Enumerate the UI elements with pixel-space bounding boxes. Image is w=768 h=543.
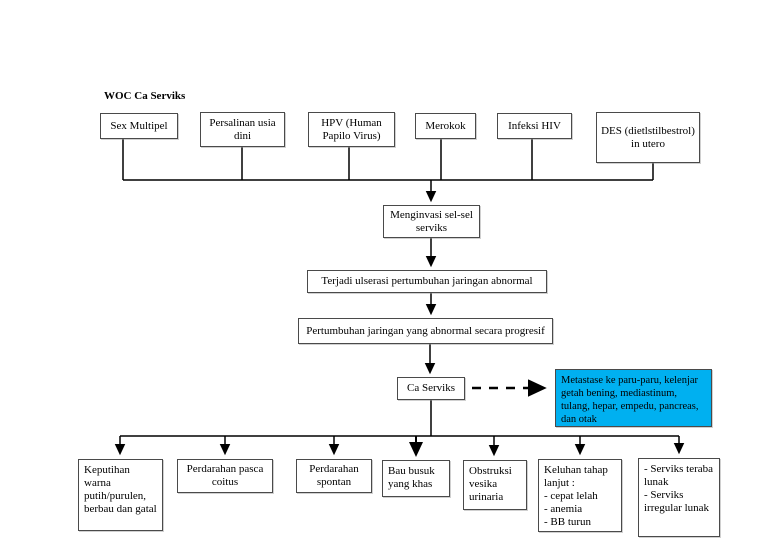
symptom-distributor-line bbox=[120, 400, 679, 437]
cause-box-sex-multipel: Sex Multipel bbox=[100, 113, 178, 139]
process-box-ulserasi: Terjadi ulserasi pertumbuhan jaringan ab… bbox=[307, 270, 547, 293]
symptom-box-keputihan: Keputihan warna putih/purulen, berbau da… bbox=[78, 459, 163, 531]
cause-box-merokok: Merokok bbox=[415, 113, 476, 139]
metastasis-highlight-box: Metastase ke paru-paru, kelenjar getah b… bbox=[555, 369, 712, 427]
cause-collector-line bbox=[122, 139, 654, 181]
symptom-box-perdarahan-pasca-coitus: Perdarahan pasca coitus bbox=[177, 459, 273, 493]
process-box-progresif: Pertumbuhan jaringan yang abnormal secar… bbox=[298, 318, 553, 344]
cause-box-persalinan-usia-dini: Persalinan usia dini bbox=[200, 112, 285, 147]
symptom-box-perdarahan-spontan: Perdarahan spontan bbox=[296, 459, 372, 493]
page-title: WOC Ca Serviks bbox=[104, 90, 186, 102]
cause-box-des-in-utero: DES (dietlstilbestrol) in utero bbox=[596, 112, 700, 163]
cause-box-hpv: HPV (Human Papilo Virus) bbox=[308, 112, 395, 147]
symptom-box-bau-busuk: Bau busuk yang khas bbox=[382, 460, 450, 497]
process-box-ca-serviks: Ca Serviks bbox=[397, 377, 465, 400]
symptom-box-keluhan-tahap-lanjut: Keluhan tahap lanjut : - cepat lelah - a… bbox=[538, 459, 622, 532]
symptom-box-serviks-teraba-lunak: - Serviks teraba lunak - Serviks irregul… bbox=[638, 458, 720, 537]
symptom-box-obstruksi-vesika: Obstruksi vesika urinaria bbox=[463, 460, 527, 510]
process-box-menginvasi: Menginvasi sel-sel serviks bbox=[383, 205, 480, 238]
cause-box-infeksi-hiv: Infeksi HIV bbox=[497, 113, 572, 139]
